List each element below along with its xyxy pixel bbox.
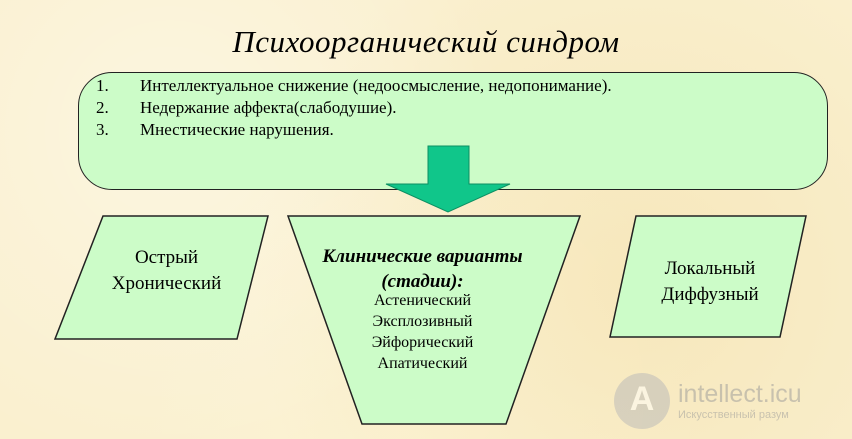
localization-diffuse: Диффузный [661, 284, 759, 305]
clinical-variants-title-line: Клинические варианты [322, 246, 523, 267]
list-item: 3. Мнестические нарушения. [96, 119, 612, 141]
list-item-text: Интеллектуальное снижение (недоосмыслени… [140, 76, 612, 95]
watermark-tagline: Искусственный разум [678, 409, 789, 421]
course-acute: Острый [134, 247, 199, 268]
clinical-variants-title-line: (стадии): [381, 271, 464, 292]
clinical-variants-trapezoid [286, 215, 582, 425]
list-item-text: Мнестические нарушения. [140, 120, 334, 139]
variant-item: Эйфорический [371, 334, 474, 351]
list-item-number: 1. [96, 76, 109, 95]
watermark: A intellect.icu Искусственный разум [614, 373, 802, 429]
variant-item: Эксплозивный [372, 313, 473, 330]
symptoms-list: 1. Интеллектуальное снижение (недоосмысл… [96, 75, 612, 141]
list-item: 1. Интеллектуальное снижение (недоосмысл… [96, 75, 612, 97]
watermark-text: intellect.icu Искусственный разум [678, 380, 802, 422]
course-parallelogram [53, 215, 269, 340]
clinical-variants-title: Клинические варианты (стадии): [290, 244, 555, 294]
down-arrow [385, 145, 511, 213]
variant-item: Апатический [377, 355, 468, 372]
localization-types: Локальный Диффузный [620, 256, 800, 308]
diagram-title: Психоорганический синдром [232, 24, 620, 59]
list-item-text: Недержание аффекта(слабодушие). [140, 98, 397, 117]
course-types: Острый Хронический [84, 245, 249, 297]
watermark-site: intellect.icu [678, 380, 802, 408]
intellect-logo-icon: A [614, 373, 670, 429]
localization-local: Локальный [664, 258, 756, 279]
list-item-number: 2. [96, 98, 109, 117]
clinical-variants-list: Астенический Эксплозивный Эйфорический А… [320, 290, 525, 374]
list-item-number: 3. [96, 120, 109, 139]
localization-parallelogram [609, 215, 807, 338]
course-chronic: Хронический [111, 273, 222, 294]
variant-item: Астенический [373, 292, 472, 309]
list-item: 2. Недержание аффекта(слабодушие). [96, 97, 612, 119]
